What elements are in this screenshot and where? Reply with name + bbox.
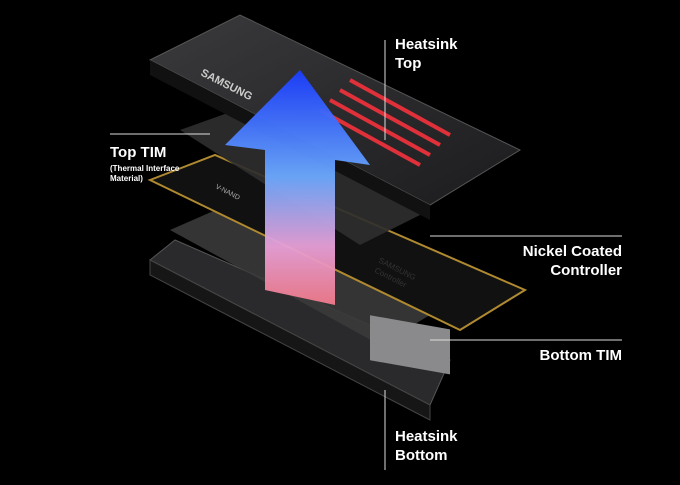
heatsink-fins bbox=[319, 78, 451, 167]
label-line: Controller bbox=[550, 262, 622, 279]
ssd-board bbox=[147, 153, 528, 332]
label-line: Bottom bbox=[395, 447, 448, 464]
label-heatsink-top: Heatsink Top bbox=[395, 35, 458, 73]
label-line: Material) bbox=[110, 174, 143, 183]
controller-chip bbox=[370, 315, 450, 375]
label-top-tim-sub: (Thermal Interface Material) bbox=[110, 164, 179, 184]
heat-flow-arrow bbox=[225, 70, 370, 305]
callout-lines bbox=[110, 40, 622, 470]
label-line: (Thermal Interface bbox=[110, 164, 180, 173]
label-top-tim: Top TIM bbox=[110, 144, 167, 161]
label-bottom-tim: Bottom TIM bbox=[539, 347, 622, 364]
label-line: Top bbox=[395, 55, 422, 72]
label-line: Heatsink bbox=[395, 428, 458, 445]
label-heatsink-bottom: Heatsink Bottom bbox=[395, 427, 458, 465]
label-line: Heatsink bbox=[395, 36, 458, 53]
label-line: Nickel Coated bbox=[522, 243, 622, 260]
label-nickel-controller: Nickel Coated Controller bbox=[460, 242, 622, 280]
